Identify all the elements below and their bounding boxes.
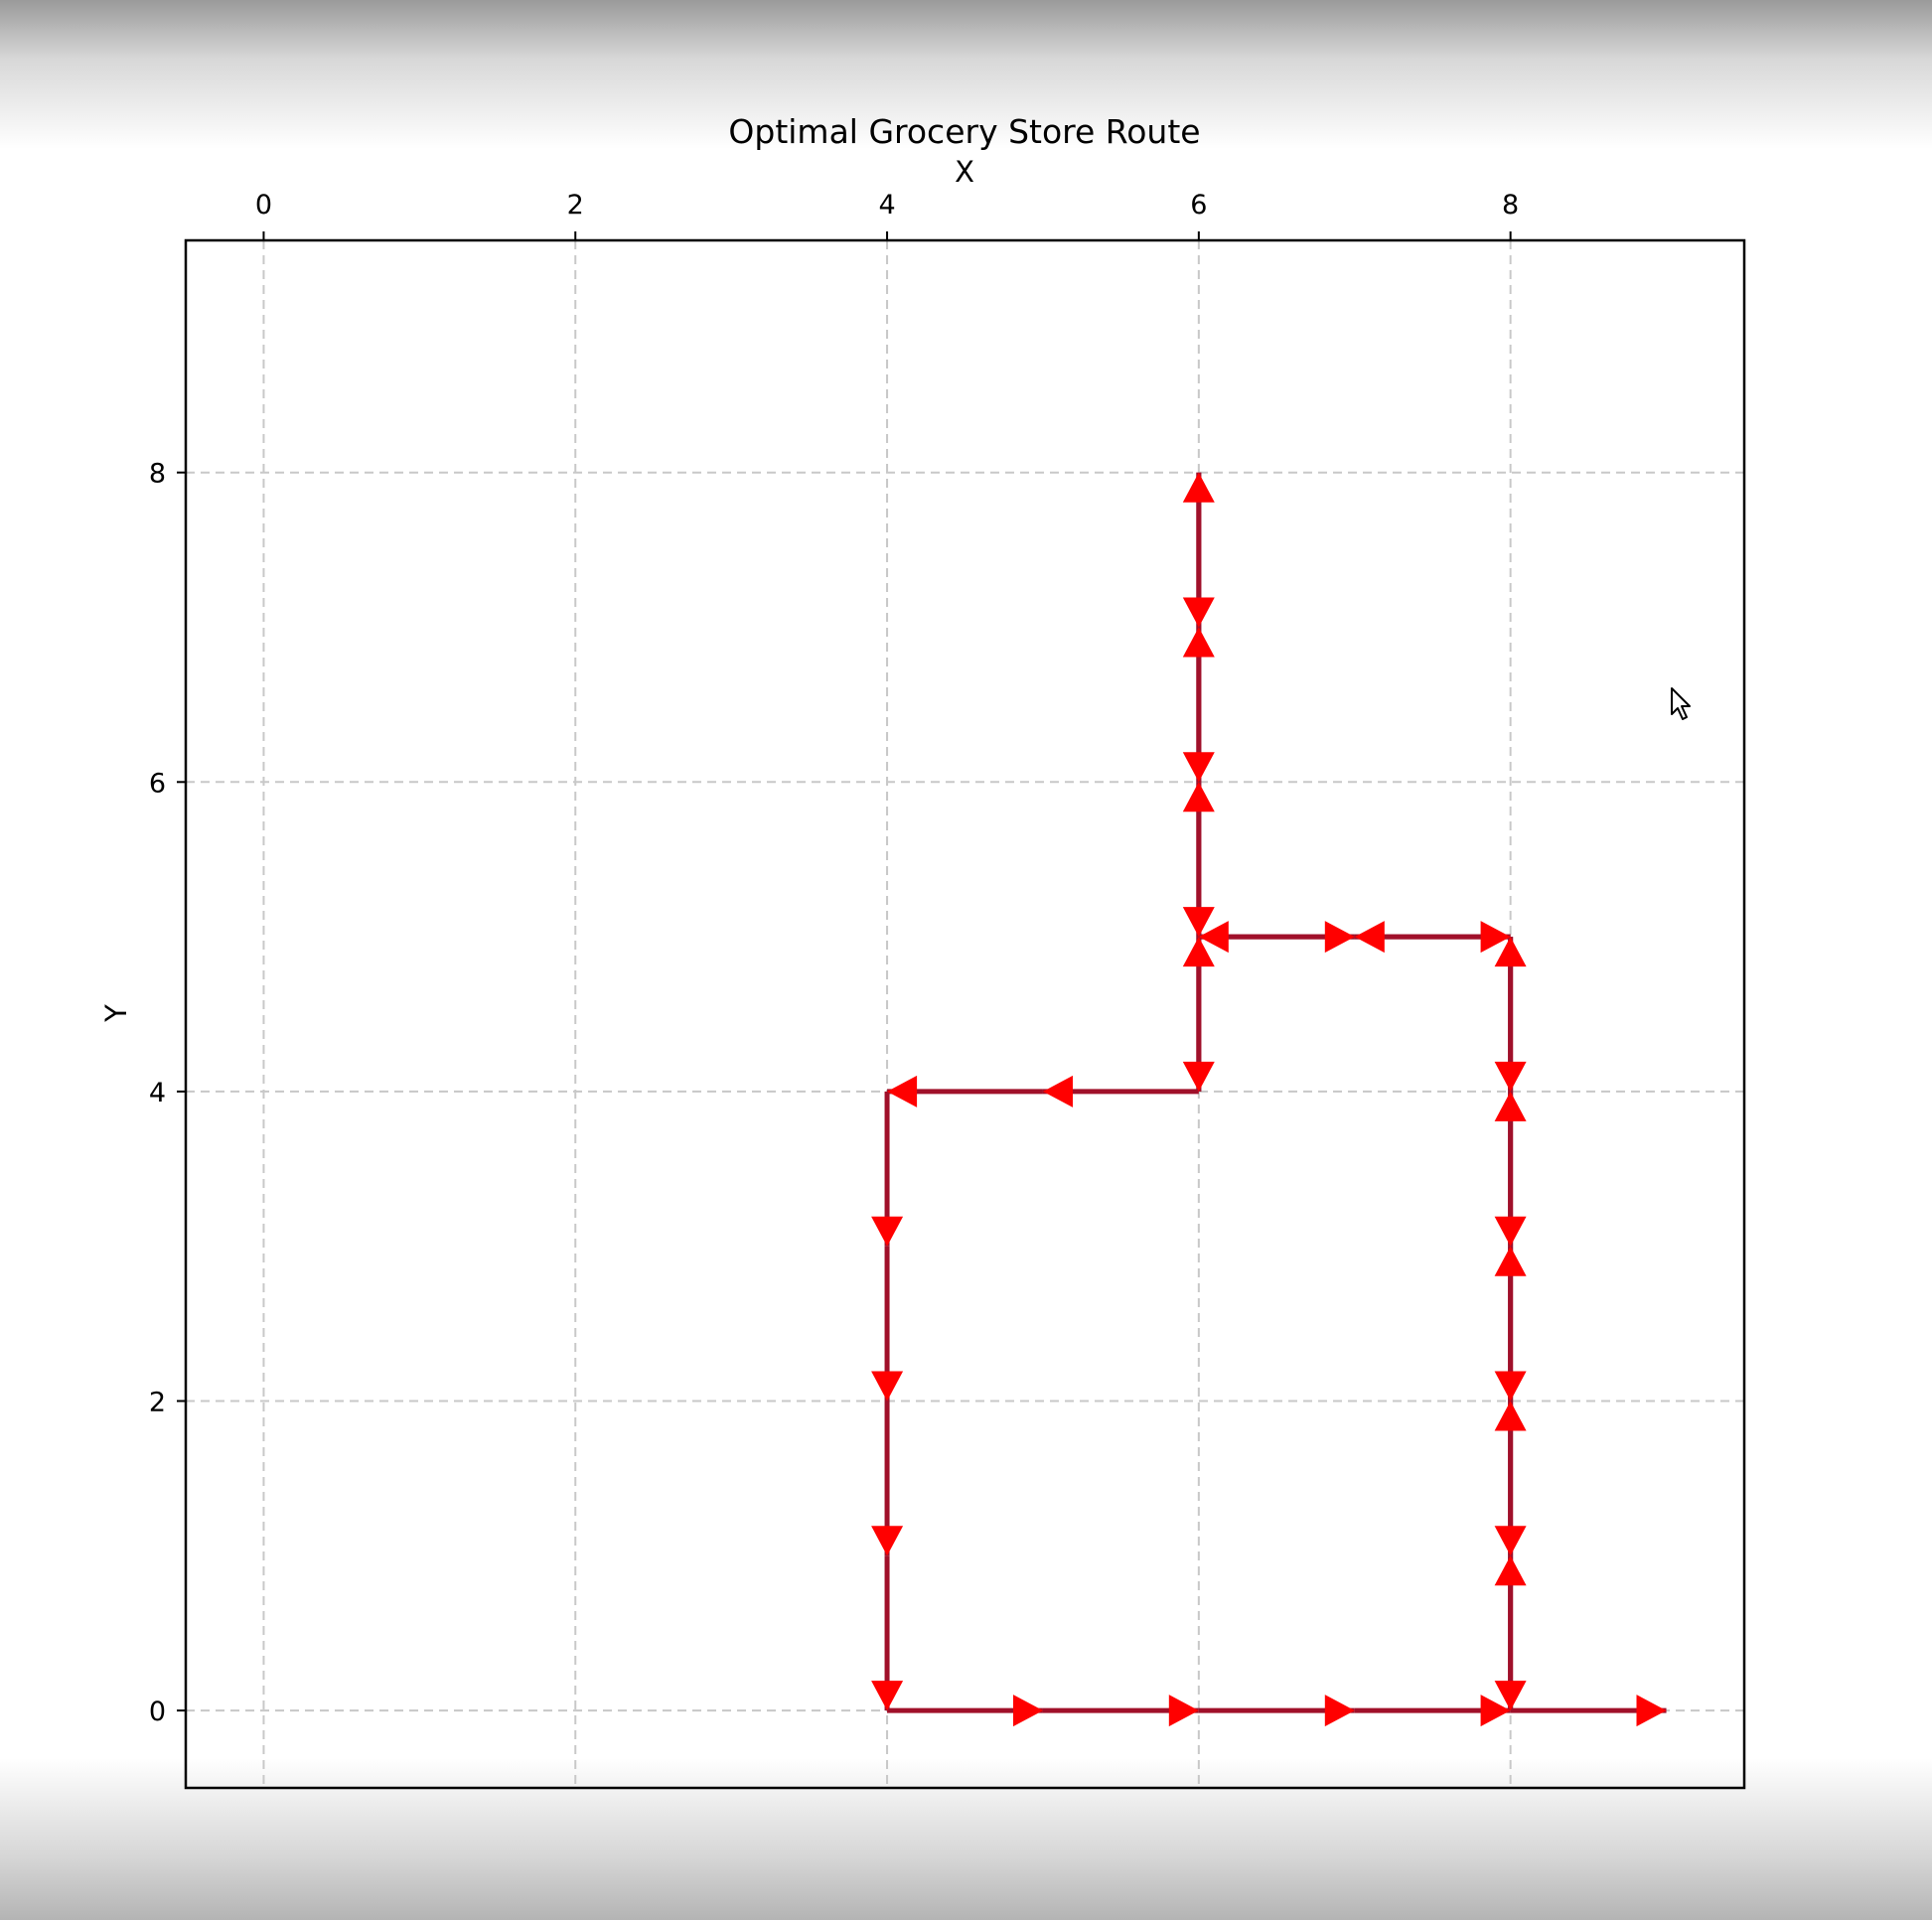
route-arrow <box>1494 937 1527 967</box>
axis-ticks: 0 2 4 6 8 0 2 4 6 8 <box>149 190 1519 1727</box>
route-arrow <box>1354 921 1385 954</box>
route-arrow <box>1182 907 1215 938</box>
route-arrow <box>1494 1216 1527 1247</box>
chart-title: Optimal Grocery Store Route <box>728 112 1200 151</box>
route-arrow <box>1494 1091 1527 1121</box>
mouse-cursor-icon <box>1671 687 1691 720</box>
route-arrow <box>1480 921 1511 954</box>
route-arrow <box>871 1681 904 1711</box>
x-tick-label: 4 <box>878 190 895 221</box>
y-tick-label: 2 <box>149 1388 166 1418</box>
route-arrow <box>871 1526 904 1556</box>
route-arrow <box>871 1216 904 1247</box>
x-tick-label: 8 <box>1502 190 1519 221</box>
route-arrow <box>1043 1075 1073 1108</box>
route-arrow <box>1494 1246 1527 1276</box>
y-axis-label: Y <box>99 1004 133 1023</box>
route-arrow <box>1324 921 1355 954</box>
route-arrow <box>1324 1695 1355 1727</box>
x-tick-label: 6 <box>1190 190 1207 221</box>
route-arrow <box>1494 1401 1527 1431</box>
route-arrow <box>1494 1555 1527 1586</box>
route-arrow <box>887 1075 918 1108</box>
route-arrow <box>1636 1695 1667 1727</box>
y-tick-label: 8 <box>149 459 166 490</box>
x-axis-label: X <box>955 155 974 189</box>
route-arrow <box>1182 627 1215 658</box>
x-tick-label: 2 <box>567 190 584 221</box>
route-arrow <box>1494 1371 1527 1402</box>
route-arrow <box>1182 782 1215 812</box>
route-arrow <box>871 1371 904 1402</box>
route-arrow <box>1182 752 1215 783</box>
route-arrow <box>1480 1695 1511 1727</box>
y-tick-label: 4 <box>149 1078 166 1108</box>
route-arrow <box>1182 937 1215 967</box>
route-arrow <box>1494 1061 1527 1092</box>
x-tick-label: 0 <box>255 190 272 221</box>
plot-frame <box>184 238 1746 1790</box>
route-arrow <box>1182 597 1215 628</box>
route-arrow <box>1182 1061 1215 1092</box>
route-arrow <box>1494 1526 1527 1556</box>
route-arrow <box>1013 1695 1043 1727</box>
y-tick-label: 0 <box>149 1697 166 1727</box>
route-arrows <box>871 472 1667 1727</box>
route-arrow <box>1494 1681 1527 1711</box>
route-arrow <box>1168 1695 1199 1727</box>
route-arrow <box>1182 472 1215 503</box>
y-tick-label: 6 <box>149 768 166 799</box>
route-arrow <box>1198 921 1229 954</box>
